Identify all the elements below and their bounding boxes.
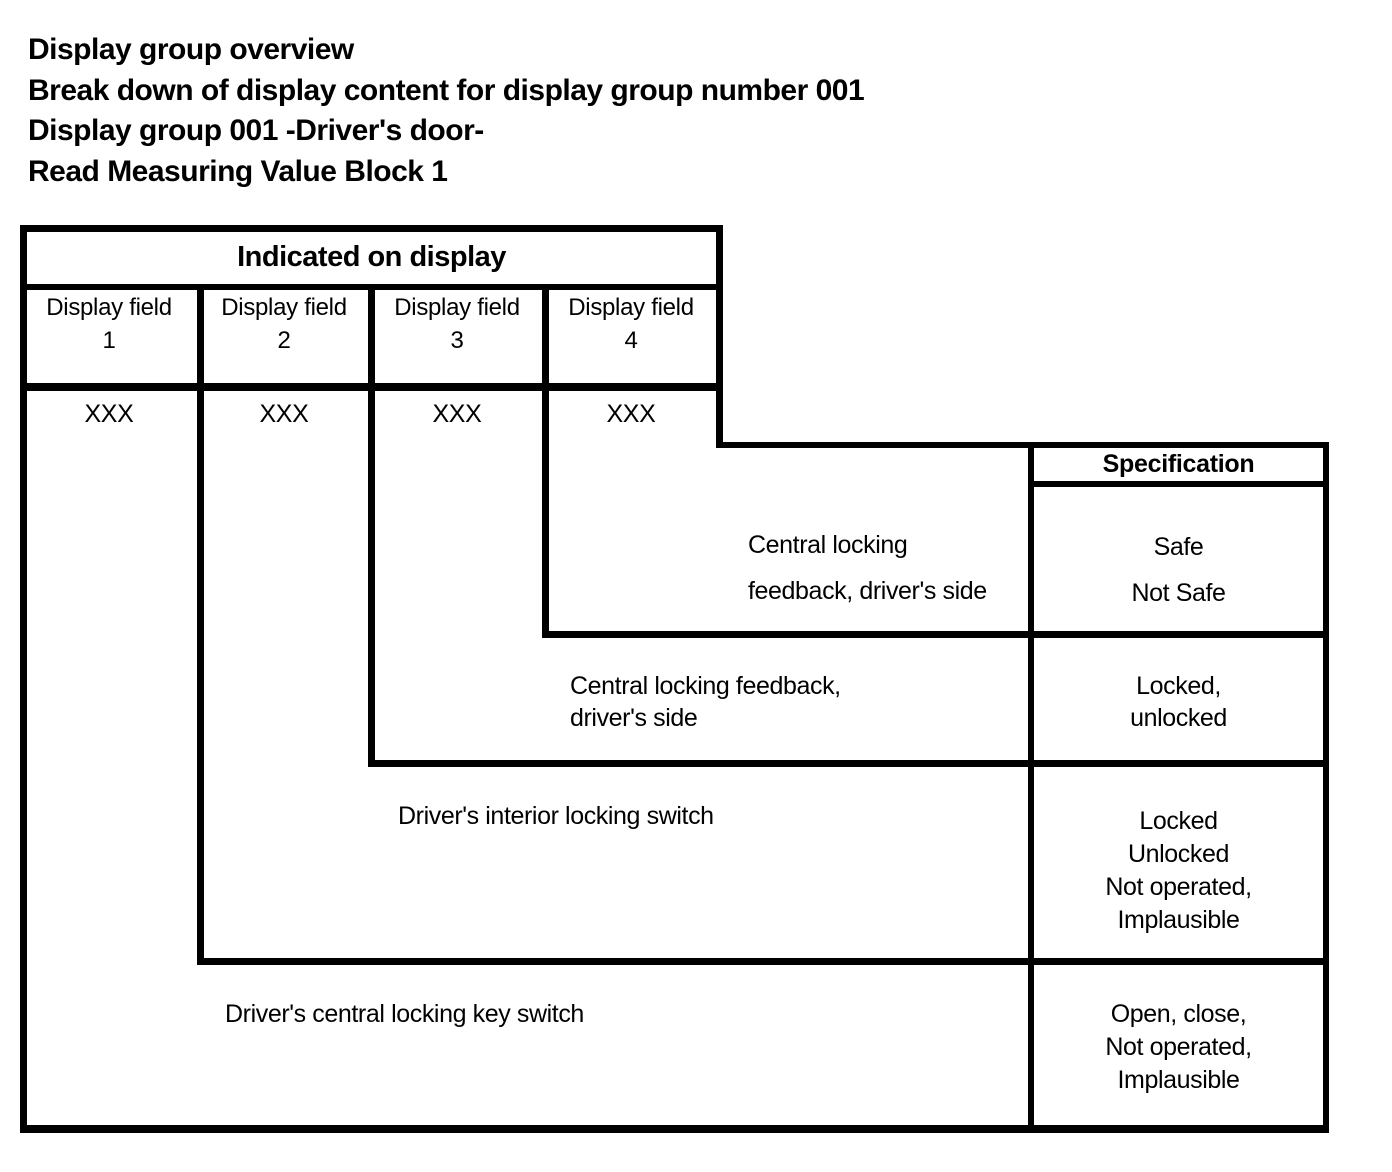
field2-description: Driver's interior locking switch [398, 800, 714, 833]
column-header-number: 3 [450, 327, 464, 354]
rule-step-field4-top [716, 442, 1329, 448]
specification-line: Locked, [1136, 672, 1221, 700]
column-header-label: Display field [46, 294, 172, 321]
page-title-line: Break down of display content for displa… [28, 73, 865, 107]
indicated-on-display-header: Indicated on display [237, 241, 506, 273]
rule-row-field3-bottom [368, 760, 1329, 767]
display-field-1-value: XXX [84, 400, 134, 428]
column-header-display-field-1: Display field 1 [24, 291, 194, 357]
specification-line: Open, close, [1110, 1000, 1247, 1028]
rule-separator-col1-col2 [197, 284, 204, 965]
rule-table-bottom [20, 1125, 1329, 1133]
description-line: Driver's central locking key switch [225, 1000, 584, 1028]
column-header-display-field-4: Display field 4 [548, 291, 714, 357]
page-title-block: Display group overview Break down of dis… [28, 30, 865, 192]
specification-line: Unlocked [1127, 840, 1230, 868]
specification-header: Specification [1102, 450, 1255, 478]
specification-line: Not Safe [1131, 579, 1226, 607]
rule-display-table-right [716, 225, 723, 448]
rule-table-right [1323, 442, 1329, 1133]
column-header-display-field-3: Display field 3 [374, 291, 540, 357]
description-line: Central locking [748, 531, 908, 559]
description-line: Central locking feedback, [570, 672, 841, 700]
page-title-line: Display group overview [28, 33, 354, 66]
rule-separator-col3-col4 [542, 284, 549, 638]
page-title-line: Display group 001 -Driver's door- [28, 114, 484, 147]
field2-specification: Locked Unlocked Not operated, Implausibl… [1034, 805, 1323, 937]
field3-specification: Locked, unlocked [1034, 670, 1323, 734]
specification-line: Locked [1139, 807, 1218, 835]
page-title-line: Read Measuring Value Block 1 [28, 154, 448, 188]
rule-row-field4-bottom [542, 631, 1329, 638]
specification-line: Implausible [1117, 906, 1240, 934]
display-field-3-value: XXX [432, 400, 482, 428]
column-header-number: 2 [277, 327, 291, 354]
specification-line: Implausible [1117, 1066, 1240, 1094]
column-header-label: Display field [394, 294, 520, 321]
column-header-label: Display field [568, 294, 694, 321]
specification-line: Not operated, [1105, 1033, 1252, 1061]
rule-separator-col2-col3 [368, 284, 375, 767]
column-header-display-field-2: Display field 2 [202, 291, 366, 357]
column-header-label: Display field [221, 294, 347, 321]
specification-line: Safe [1153, 533, 1204, 561]
rule-table-top [20, 225, 723, 232]
field1-description: Driver's central locking key switch [225, 998, 584, 1031]
display-field-2-value: XXX [259, 400, 309, 428]
description-line: feedback, driver's side [748, 577, 987, 605]
column-header-number: 1 [102, 327, 116, 354]
rule-spec-column-left [1028, 442, 1034, 1133]
field4-specification: Safe Not Safe [1034, 524, 1323, 616]
column-header-number: 4 [624, 327, 638, 354]
specification-line: unlocked [1130, 704, 1227, 732]
field4-description: Central locking feedback, driver's side [748, 522, 987, 614]
description-line: driver's side [570, 704, 698, 732]
rule-row-field2-bottom [197, 958, 1329, 965]
specification-line: Not operated, [1105, 873, 1252, 901]
field1-specification: Open, close, Not operated, Implausible [1034, 998, 1323, 1097]
rule-table-left [20, 225, 27, 1133]
rule-spec-header-bottom [1028, 481, 1329, 487]
display-field-4-value: XXX [606, 400, 656, 428]
description-line: Driver's interior locking switch [398, 802, 714, 830]
field3-description: Central locking feedback, driver's side [570, 670, 841, 734]
